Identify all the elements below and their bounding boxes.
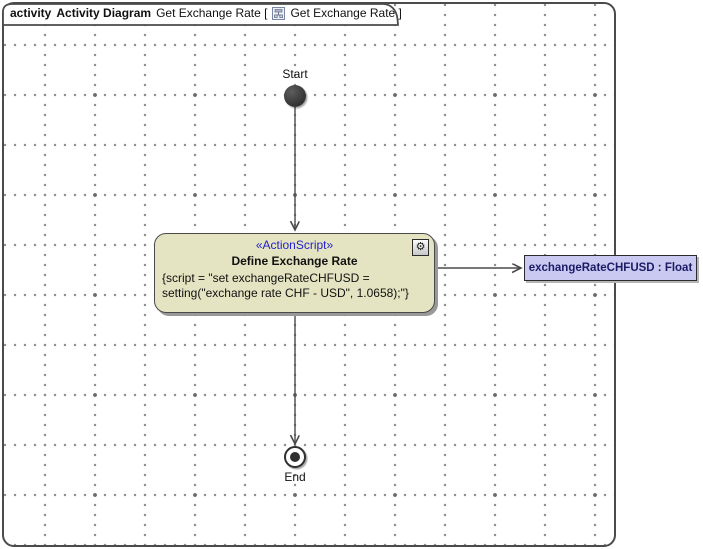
end-node[interactable]: [284, 446, 306, 468]
action-script-line-2: setting("exchange rate CHF - USD", 1.065…: [162, 286, 409, 300]
diagram-header: activity Activity Diagram Get Exchange R…: [10, 6, 402, 20]
start-node-label: Start: [282, 67, 308, 81]
output-pin-label: exchangeRateCHFUSD : Float: [528, 262, 693, 274]
action-name: Define Exchange Rate: [231, 254, 358, 268]
output-pin-box[interactable]: exchangeRateCHFUSD : Float: [524, 255, 697, 281]
end-node-inner: [290, 452, 300, 462]
action-node[interactable]: «ActionScript» Define Exchange Rate {scr…: [154, 233, 435, 313]
header-diagram-name: Get Exchange Rate [: [156, 6, 268, 20]
header-keyword: activity: [10, 6, 52, 20]
gear-icon[interactable]: ⚙: [412, 239, 429, 256]
action-script-line-1: {script = "set exchangeRateCHFUSD =: [162, 271, 370, 285]
end-node-label: End: [284, 470, 306, 484]
start-node[interactable]: [284, 85, 306, 107]
action-stereotype: «ActionScript»: [255, 238, 334, 252]
header-diagram-kind: Activity Diagram: [56, 6, 152, 20]
activity-diagram-icon: [272, 6, 286, 20]
header-frame-name: Get Exchange Rate ]: [290, 6, 402, 20]
diagram-header-tab: [2, 3, 399, 26]
gear-glyph: ⚙: [415, 241, 426, 253]
